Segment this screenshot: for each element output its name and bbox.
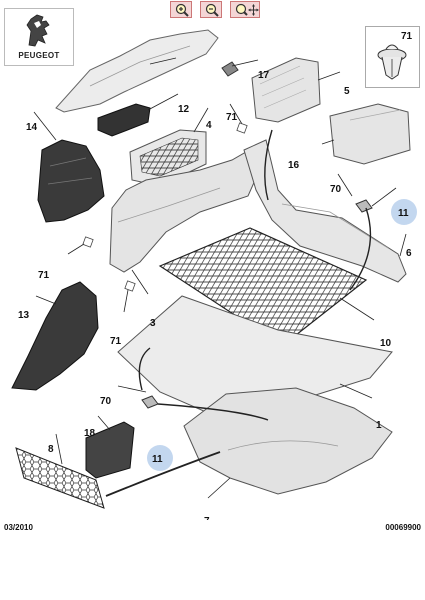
part-8-honeycomb-panel <box>15 447 105 509</box>
part-3-left-panel <box>109 151 257 273</box>
callout-leaders <box>33 57 407 499</box>
brand-name: PEUGEOT <box>18 51 60 60</box>
callout-71-c[interactable]: 71 <box>110 336 122 347</box>
clip-71-markers <box>82 122 248 292</box>
magnifier-plus-icon <box>175 3 189 17</box>
highlight-11-upper <box>391 199 417 225</box>
callout-14[interactable]: 14 <box>26 122 38 133</box>
part-2-upper-trim <box>55 29 219 113</box>
zoom-in-button[interactable] <box>170 1 192 18</box>
part-18-panel <box>85 421 135 479</box>
part-1-boot-floor <box>117 295 393 413</box>
part-12-shelf <box>97 103 151 137</box>
lion-emblem-icon <box>26 14 50 47</box>
zoom-toolbar <box>0 0 425 20</box>
part-6-right-panel <box>243 139 407 283</box>
part-5-cover <box>251 57 321 123</box>
zoom-out-button[interactable] <box>200 1 222 18</box>
callout-70-a[interactable]: 70 <box>330 184 342 195</box>
callout-71-a[interactable]: 71 <box>226 112 238 123</box>
part-11-clip-lower <box>141 395 159 409</box>
clip-fastener-drawing: 71 <box>377 31 413 80</box>
diagram-date: 03/2010 <box>4 523 33 532</box>
part-11-clip-upper <box>355 199 373 213</box>
callout-11-a[interactable]: 11 <box>398 208 409 219</box>
callout-6[interactable]: 6 <box>406 248 412 259</box>
zoom-move-button[interactable] <box>230 1 260 18</box>
callout-3[interactable]: 3 <box>150 318 156 329</box>
callout-11-b[interactable]: 11 <box>152 454 163 465</box>
highlight-11-lower <box>147 445 173 471</box>
callout-71-b[interactable]: 71 <box>38 270 50 281</box>
callout-4[interactable]: 4 <box>206 120 212 131</box>
callout-13[interactable]: 13 <box>18 310 30 321</box>
callout-70-b[interactable]: 70 <box>100 396 112 407</box>
callout-18[interactable]: 18 <box>84 428 96 439</box>
peugeot-logo: PEUGEOT <box>4 8 74 66</box>
magnifier-minus-icon <box>205 3 219 17</box>
callout-16[interactable]: 16 <box>288 160 300 171</box>
magnifier-move-icon <box>235 3 259 16</box>
part-16-box <box>329 103 411 165</box>
diagram-reference: 00069900 <box>385 523 421 532</box>
exploded-parts-diagram: 12 17 5 4 71 14 16 70 11 6 71 3 71 13 10… <box>11 29 417 520</box>
callout-17[interactable]: 17 <box>258 70 270 81</box>
callout-8[interactable]: 8 <box>48 444 54 455</box>
callout-10[interactable]: 10 <box>380 338 392 349</box>
callout-1[interactable]: 1 <box>376 420 382 431</box>
callout-7[interactable]: 7 <box>204 516 210 520</box>
callout-5[interactable]: 5 <box>344 86 350 97</box>
callout-12[interactable]: 12 <box>178 104 190 115</box>
part-17-clip <box>221 61 239 77</box>
callout-71-inset: 71 <box>401 31 413 42</box>
part-13-lower-trim <box>11 281 99 391</box>
clip-detail-inset: 71 <box>365 26 420 88</box>
